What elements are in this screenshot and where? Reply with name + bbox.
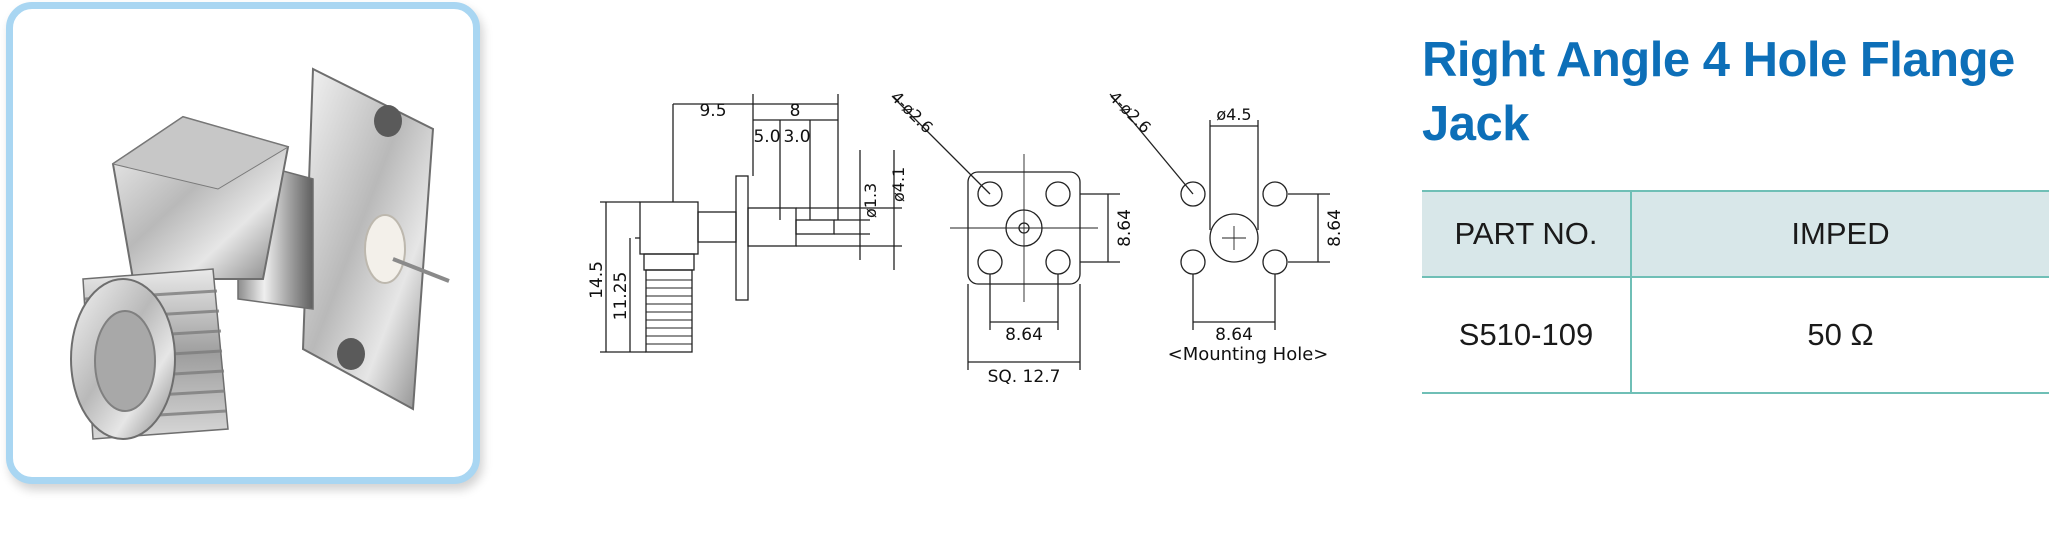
dim-phi-4-5: ø4.5 bbox=[1216, 105, 1251, 124]
spec-table: PART NO. IMPED S510-109 50 Ω bbox=[1422, 190, 2049, 394]
hole-callout-mount: 4-ø2.6 bbox=[1105, 90, 1155, 137]
side-view-thread bbox=[645, 269, 693, 353]
dim-9-5: 9.5 bbox=[699, 101, 726, 121]
side-view-neck bbox=[643, 253, 695, 271]
product-title: Right Angle 4 Hole Flange Jack bbox=[1422, 33, 2015, 151]
dim-8-64-mount-vertical: 8.64 bbox=[1325, 209, 1345, 247]
table-header-row: PART NO. IMPED bbox=[1422, 190, 2049, 278]
dim-11-25: 11.25 bbox=[611, 272, 631, 321]
dim-8: 8 bbox=[790, 101, 801, 121]
dim-5-0: 5.0 bbox=[753, 127, 780, 147]
side-view-sleeve bbox=[697, 211, 737, 243]
side-view-flange bbox=[735, 175, 749, 301]
hole-callout-front: 4-ø2.6 bbox=[887, 90, 937, 137]
dim-phi-1-3: ø1.3 bbox=[861, 183, 880, 218]
side-view-pin bbox=[795, 219, 835, 235]
cell-part-no: S510-109 bbox=[1422, 277, 1632, 394]
table-row: S510-109 50 Ω bbox=[1422, 277, 2049, 394]
column-header-part-no: PART NO. bbox=[1422, 190, 1632, 278]
side-view-insulator bbox=[747, 207, 797, 247]
technical-drawing: 9.5 8 5.0 3.0 ø1.3 ø4.1 14.5 11.25 4-ø2.… bbox=[587, 90, 1345, 387]
product-photo-card bbox=[6, 2, 480, 484]
dim-3-0: 3.0 bbox=[783, 127, 810, 147]
connector-photo bbox=[70, 67, 450, 440]
dim-8-64-mount-horizontal: 8.64 bbox=[1215, 325, 1253, 345]
cell-imped: 50 Ω bbox=[1631, 277, 2049, 394]
dim-sq-12-7: SQ. 12.7 bbox=[988, 367, 1061, 387]
dim-phi-4-1: ø4.1 bbox=[889, 167, 908, 202]
side-view-body bbox=[639, 201, 699, 255]
column-header-imped: IMPED bbox=[1631, 190, 2049, 278]
mounting-hole-label: <Mounting Hole> bbox=[1168, 344, 1329, 365]
dim-8-64-front-horizontal: 8.64 bbox=[1005, 325, 1043, 345]
dim-14-5: 14.5 bbox=[587, 261, 607, 299]
dim-8-64-front-vertical: 8.64 bbox=[1115, 209, 1135, 247]
